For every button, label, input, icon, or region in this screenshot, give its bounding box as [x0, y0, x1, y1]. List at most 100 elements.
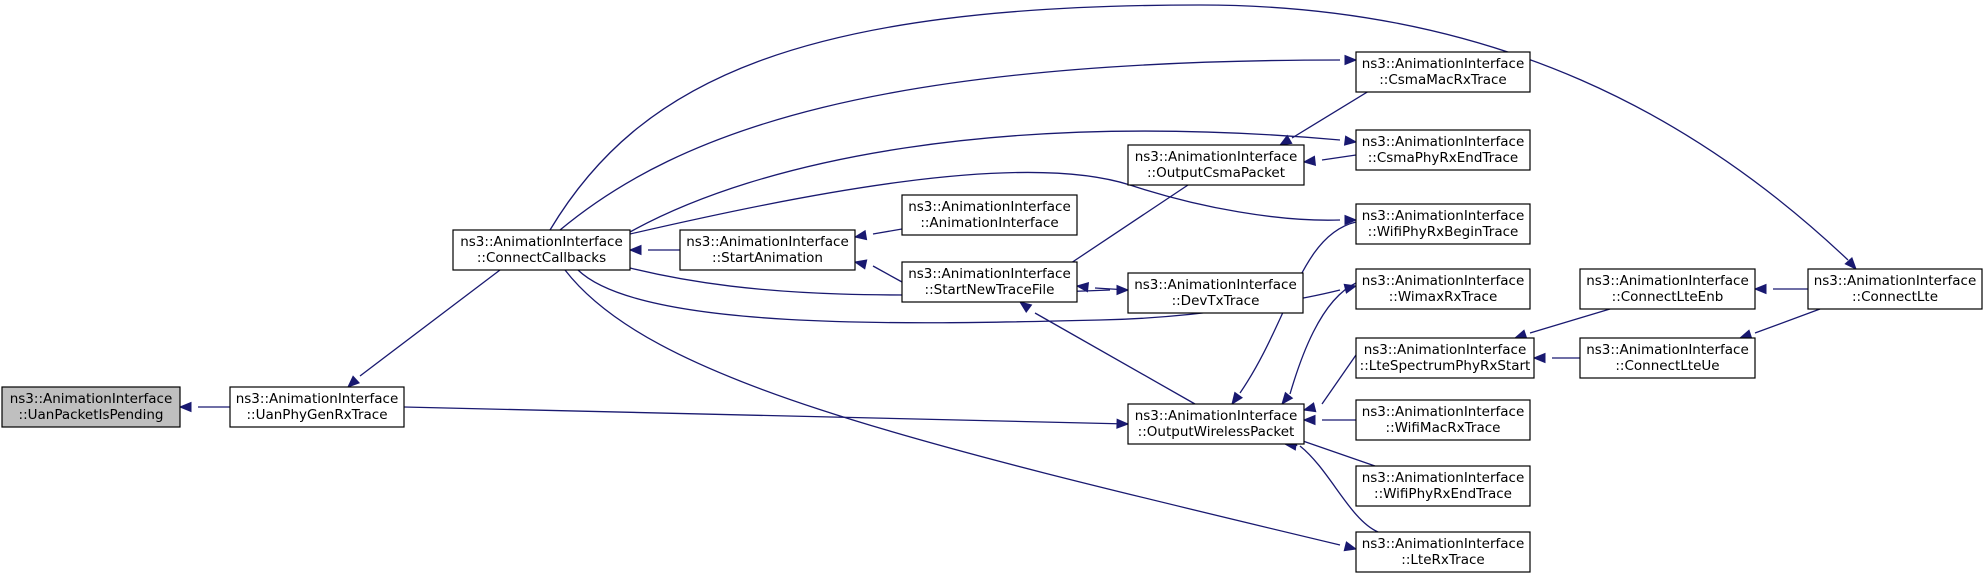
- node-outputWireless[interactable]: ns3::AnimationInterface::OutputWirelessP…: [1127, 403, 1305, 445]
- edge-uanPhyGen-to-uanPending: [178, 401, 230, 413]
- node-box[interactable]: [1355, 399, 1531, 441]
- node-animIface[interactable]: ns3::AnimationInterface::AnimationInterf…: [901, 194, 1078, 236]
- node-method-name: ::StartAnimation: [712, 250, 823, 266]
- edge-layer: [178, 4, 1857, 552]
- node-wifiPhyBegin[interactable]: ns3::AnimationInterface::WifiPhyRxBeginT…: [1355, 203, 1531, 245]
- edge-connectCallbacks-to-uanPhyGen: [347, 269, 501, 388]
- node-box[interactable]: [452, 229, 631, 271]
- node-csmaPhyEnd[interactable]: ns3::AnimationInterface::CsmaPhyRxEndTra…: [1355, 129, 1531, 171]
- node-box[interactable]: [1355, 268, 1531, 310]
- edge-connectLte-to-connectLteEnb: [1753, 283, 1808, 295]
- node-box[interactable]: [1, 386, 181, 428]
- edge-arrowhead: [853, 229, 868, 241]
- node-uanPhyGen[interactable]: ns3::AnimationInterface::UanPhyGenRxTrac…: [229, 386, 405, 428]
- node-box[interactable]: [1579, 268, 1756, 310]
- node-wifiPhyEnd[interactable]: ns3::AnimationInterface::WifiPhyRxEndTra…: [1355, 465, 1531, 507]
- node-wifiMac[interactable]: ns3::AnimationInterface::WifiMacRxTrace: [1355, 399, 1531, 441]
- node-class-name: ns3::AnimationInterface: [908, 199, 1071, 215]
- node-box[interactable]: [1355, 465, 1531, 507]
- edge-outputWireless-to-uanPhyGen: [403, 406, 1129, 425]
- node-devTx[interactable]: ns3::AnimationInterface::DevTxTrace: [1127, 272, 1304, 314]
- edge-line: [1754, 308, 1821, 334]
- node-box[interactable]: [679, 229, 856, 271]
- node-startAnimation[interactable]: ns3::AnimationInterface::StartAnimation: [679, 229, 856, 271]
- node-box[interactable]: [1355, 337, 1535, 379]
- edge-lteSpectrum-to-outputWireless: [1302, 354, 1357, 413]
- node-box[interactable]: [1127, 403, 1305, 445]
- edge-arrowhead: [347, 375, 361, 388]
- node-box[interactable]: [1127, 144, 1305, 186]
- node-method-name: ::WimaxRxTrace: [1389, 289, 1498, 305]
- node-box[interactable]: [901, 194, 1078, 236]
- node-box[interactable]: [1579, 337, 1756, 379]
- edge-arrowhead: [1302, 402, 1317, 413]
- node-lteSpectrum[interactable]: ns3::AnimationInterface::LteSpectrumPhyR…: [1355, 337, 1535, 379]
- node-box[interactable]: [901, 261, 1078, 303]
- edge-line: [629, 171, 1341, 235]
- node-method-name: ::WifiPhyRxBeginTrace: [1368, 224, 1519, 240]
- node-class-name: ns3::AnimationInterface: [908, 266, 1071, 282]
- node-class-name: ns3::AnimationInterface: [1362, 208, 1525, 224]
- node-layer: ns3::AnimationInterface::UanPacketIsPend…: [1, 51, 1983, 573]
- edge-line: [403, 406, 1129, 425]
- edge-arrowhead: [628, 244, 642, 256]
- edge-connectCallbacks-to-csmaMac: [559, 54, 1358, 231]
- node-box[interactable]: [1355, 51, 1531, 93]
- node-wimaxRx[interactable]: ns3::AnimationInterface::WimaxRxTrace: [1355, 268, 1531, 310]
- node-box[interactable]: [1807, 268, 1983, 310]
- node-class-name: ns3::AnimationInterface: [1586, 342, 1749, 358]
- node-class-name: ns3::AnimationInterface: [1362, 134, 1525, 150]
- edge-arrowhead: [1344, 54, 1358, 66]
- node-method-name: ::AnimationInterface: [920, 215, 1058, 231]
- edge-line: [549, 4, 1849, 261]
- node-class-name: ns3::AnimationInterface: [1362, 404, 1525, 420]
- node-uanPending[interactable]: ns3::AnimationInterface::UanPacketIsPend…: [1, 386, 181, 428]
- node-outputCsma[interactable]: ns3::AnimationInterface::OutputCsmaPacke…: [1127, 144, 1305, 186]
- node-connectLteUe[interactable]: ns3::AnimationInterface::ConnectLteUe: [1579, 337, 1756, 379]
- node-class-name: ns3::AnimationInterface: [1362, 536, 1525, 552]
- node-box[interactable]: [1355, 531, 1531, 573]
- node-method-name: ::ConnectLteEnb: [1612, 289, 1724, 305]
- edge-outputWireless-to-startNewTrace: [1018, 301, 1196, 405]
- edge-line: [564, 269, 1341, 546]
- node-class-name: ns3::AnimationInterface: [1135, 408, 1298, 424]
- edge-line: [559, 59, 1341, 231]
- node-box[interactable]: [1355, 129, 1531, 171]
- node-method-name: ::ConnectLte: [1852, 289, 1938, 305]
- edge-arrowhead: [1343, 541, 1358, 552]
- node-box[interactable]: [229, 386, 405, 428]
- edge-connectLte-to-connectLteUe: [1738, 308, 1821, 340]
- edge-startNewTrace-to-startAnimation: [853, 259, 903, 283]
- edge-arrowhead: [1278, 134, 1293, 146]
- node-lteRx[interactable]: ns3::AnimationInterface::LteRxTrace: [1355, 531, 1531, 573]
- node-class-name: ns3::AnimationInterface: [1362, 470, 1525, 486]
- edge-csmaPhyEnd-to-outputCsma: [1302, 154, 1357, 166]
- node-box[interactable]: [1127, 272, 1304, 314]
- node-class-name: ns3::AnimationInterface: [1362, 273, 1525, 289]
- edge-connectCallbacks-to-wifiPhyBegin: [629, 171, 1358, 235]
- node-class-name: ns3::AnimationInterface: [1135, 149, 1298, 165]
- node-method-name: ::LteRxTrace: [1401, 552, 1484, 568]
- node-box[interactable]: [1355, 203, 1531, 245]
- edge-arrowhead: [1281, 391, 1294, 406]
- node-connectLte[interactable]: ns3::AnimationInterface::ConnectLte: [1807, 268, 1983, 310]
- node-method-name: ::ConnectLteUe: [1615, 358, 1719, 374]
- node-startNewTrace[interactable]: ns3::AnimationInterface::StartNewTraceFi…: [901, 261, 1078, 303]
- node-connectCallbacks[interactable]: ns3::AnimationInterface::ConnectCallback…: [452, 229, 631, 271]
- edge-arrowhead: [1075, 282, 1090, 293]
- node-method-name: ::ConnectCallbacks: [477, 250, 606, 266]
- edge-line: [1067, 184, 1189, 266]
- node-method-name: ::UanPhyGenRxTrace: [247, 407, 388, 423]
- edge-arrowhead: [1343, 283, 1358, 294]
- node-method-name: ::CsmaMacRxTrace: [1379, 72, 1507, 88]
- edge-arrowhead: [1844, 256, 1857, 270]
- node-csmaMac[interactable]: ns3::AnimationInterface::CsmaMacRxTrace: [1355, 51, 1531, 93]
- edge-animIface-to-startAnimation: [853, 228, 903, 241]
- edge-connectLteEnb-to-lteSpectrum: [1513, 308, 1611, 340]
- edge-line: [1299, 439, 1376, 467]
- edge-arrowhead: [1302, 414, 1316, 426]
- node-method-name: ::WifiMacRxTrace: [1386, 420, 1501, 436]
- node-class-name: ns3::AnimationInterface: [686, 234, 849, 250]
- edge-line: [629, 130, 1341, 233]
- node-connectLteEnb[interactable]: ns3::AnimationInterface::ConnectLteEnb: [1579, 268, 1756, 310]
